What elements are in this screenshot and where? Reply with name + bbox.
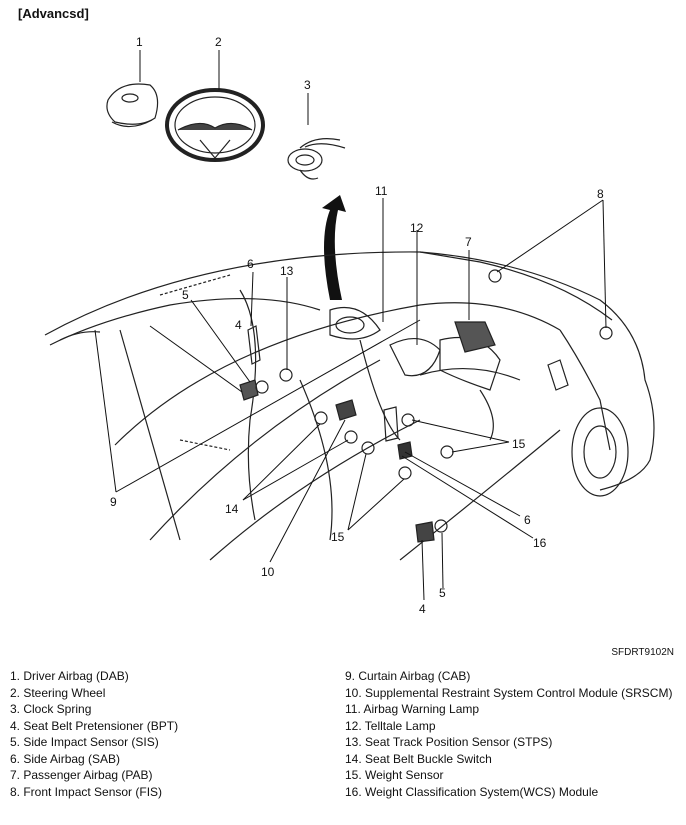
callout-arrow (322, 195, 346, 300)
legend-item: 3. Clock Spring (10, 702, 92, 716)
callout-label: 10 (261, 565, 275, 579)
legend-item: 8. Front Impact Sensor (FIS) (10, 784, 163, 799)
callout-label: 15 (512, 437, 526, 451)
steering-wheel-illustration (165, 88, 265, 162)
legend-item: 10. Supplemental Restraint System Contro… (345, 685, 673, 700)
callout-label: 8 (597, 187, 604, 201)
legend-left: 1. Driver Airbag (DAB) 2. Steering Wheel… (10, 668, 330, 800)
callout-label: 3 (304, 78, 311, 92)
diagram-title: [Advancsd] (18, 6, 89, 21)
callout-label: 4 (419, 602, 426, 616)
callout-label: 15 (331, 530, 345, 544)
sensor-markers (255, 269, 613, 533)
callout-labels: 1 2 3 4 4 5 5 6 6 7 8 9 10 11 12 13 14 1… (110, 35, 604, 616)
legend-item: 5. Side Impact Sensor (SIS) (10, 735, 159, 749)
leader-lines (94, 50, 607, 601)
figure-code: SFDRT9102N (611, 647, 674, 658)
legend-right: 9. Curtain Airbag (CAB) 10. Supplemental… (345, 668, 675, 800)
legend-item: 14. Seat Belt Buckle Switch (345, 751, 492, 766)
clock-spring-illustration (287, 138, 346, 180)
legend-item: 9. Curtain Airbag (CAB) (345, 669, 471, 683)
legend-item: 11. Airbag Warning Lamp (345, 702, 480, 716)
callout-label: 11 (375, 184, 388, 198)
vehicle-diagram: 1 2 3 4 4 5 5 6 6 7 8 9 10 11 12 13 14 1… (44, 35, 655, 616)
callout-label: 14 (225, 502, 239, 516)
vehicle-outline (44, 251, 655, 561)
callout-label: 5 (439, 586, 446, 600)
callout-label: 9 (110, 495, 117, 509)
driver-airbag-illustration (106, 83, 159, 128)
callout-label: 5 (182, 288, 189, 302)
callout-label: 7 (465, 235, 472, 249)
legend-item: 4. Seat Belt Pretensioner (BPT) (10, 718, 179, 733)
components (159, 274, 496, 543)
legend-item: 16. Weight Classification System(WCS) Mo… (345, 784, 599, 799)
callout-label: 6 (247, 257, 254, 271)
legend-item: 13. Seat Track Position Sensor (STPS) (345, 735, 553, 749)
legend-item: 12. Telltale Lamp (345, 718, 436, 733)
callout-label: 2 (215, 35, 222, 49)
callout-label: 12 (410, 221, 424, 235)
callout-label: 1 (136, 35, 143, 49)
callout-label: 16 (533, 536, 547, 550)
callout-label: 13 (280, 264, 294, 278)
legend-item: 7. Passenger Airbag (PAB) (10, 768, 153, 782)
callout-label: 4 (235, 318, 242, 332)
legend-item: 2. Steering Wheel (10, 685, 106, 700)
legend-item: 6. Side Airbag (SAB) (10, 751, 121, 766)
callout-label: 6 (524, 513, 531, 527)
legend-item: 15. Weight Sensor (345, 768, 444, 782)
legend-item: 1. Driver Airbag (DAB) (10, 669, 129, 683)
